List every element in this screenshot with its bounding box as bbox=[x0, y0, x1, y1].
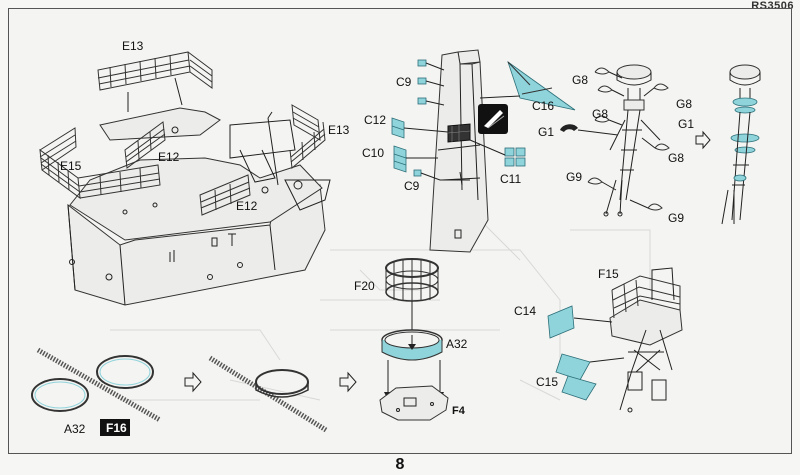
part-c10 bbox=[393, 145, 438, 173]
label-e12-upper: E12 bbox=[158, 150, 180, 164]
label-e15: E15 bbox=[60, 159, 82, 173]
part-c9-bottom bbox=[413, 169, 470, 181]
pe-fret-icon bbox=[478, 104, 508, 134]
ring-formed bbox=[208, 355, 328, 433]
label-c9-top: C9 bbox=[396, 75, 412, 89]
label-g8-c: G8 bbox=[592, 107, 608, 121]
label-c9-bottom: C9 bbox=[404, 179, 420, 193]
arrow-right-icon bbox=[339, 371, 357, 393]
label-f15: F15 bbox=[598, 267, 619, 281]
tower-top-assembly bbox=[609, 267, 683, 413]
label-g9-right: G9 bbox=[668, 211, 684, 225]
part-c9-top bbox=[417, 59, 445, 106]
label-c12: C12 bbox=[364, 113, 386, 127]
tower-assembly bbox=[429, 49, 489, 253]
label-f4: F4 bbox=[452, 405, 466, 417]
railing-e12-lower bbox=[199, 174, 251, 216]
label-c16: C16 bbox=[532, 99, 554, 113]
label-e13-top: E13 bbox=[122, 39, 144, 53]
label-a32-mid: A32 bbox=[446, 337, 468, 351]
label-e12-lower: E12 bbox=[236, 199, 258, 213]
label-f16-box: F16 bbox=[100, 419, 130, 436]
label-g8-b: G8 bbox=[676, 97, 692, 111]
label-g8-d: G8 bbox=[668, 151, 684, 165]
part-c15 bbox=[555, 353, 625, 401]
railing-e12-upper bbox=[124, 121, 166, 169]
label-g1-right: G1 bbox=[678, 117, 694, 131]
part-c14 bbox=[547, 305, 613, 339]
part-f4 bbox=[379, 385, 449, 421]
ring-step bbox=[31, 347, 162, 423]
page-number: 8 bbox=[395, 456, 405, 473]
label-c11: C11 bbox=[500, 172, 521, 186]
label-e13-right: E13 bbox=[328, 123, 350, 137]
part-c16 bbox=[479, 60, 576, 111]
label-g1-left: G1 bbox=[538, 125, 554, 139]
clip-g1 bbox=[560, 124, 619, 136]
mast-right bbox=[721, 64, 761, 225]
arrow-right-icon bbox=[695, 130, 711, 150]
label-c14: C14 bbox=[514, 304, 536, 318]
railing-e13-top bbox=[97, 51, 213, 112]
railing-e15 bbox=[39, 127, 161, 200]
railing-e13-right bbox=[289, 104, 326, 169]
arrow-right-icon bbox=[184, 371, 202, 393]
hull-assembly bbox=[67, 107, 331, 306]
part-c11 bbox=[469, 139, 526, 167]
label-f20: F20 bbox=[354, 279, 375, 293]
clips-g9 bbox=[587, 177, 663, 211]
part-f20 bbox=[385, 258, 439, 330]
label-c15: C15 bbox=[536, 375, 558, 389]
mast-left bbox=[603, 64, 661, 217]
label-a32-bottom: A32 bbox=[64, 422, 86, 436]
label-g9-left: G9 bbox=[566, 170, 582, 184]
label-c10: C10 bbox=[362, 146, 384, 160]
label-f16: F16 bbox=[106, 421, 127, 435]
part-c12 bbox=[391, 117, 449, 139]
label-g8-a: G8 bbox=[572, 73, 588, 87]
part-a32-ring bbox=[381, 329, 444, 400]
clips-g8 bbox=[594, 67, 670, 151]
